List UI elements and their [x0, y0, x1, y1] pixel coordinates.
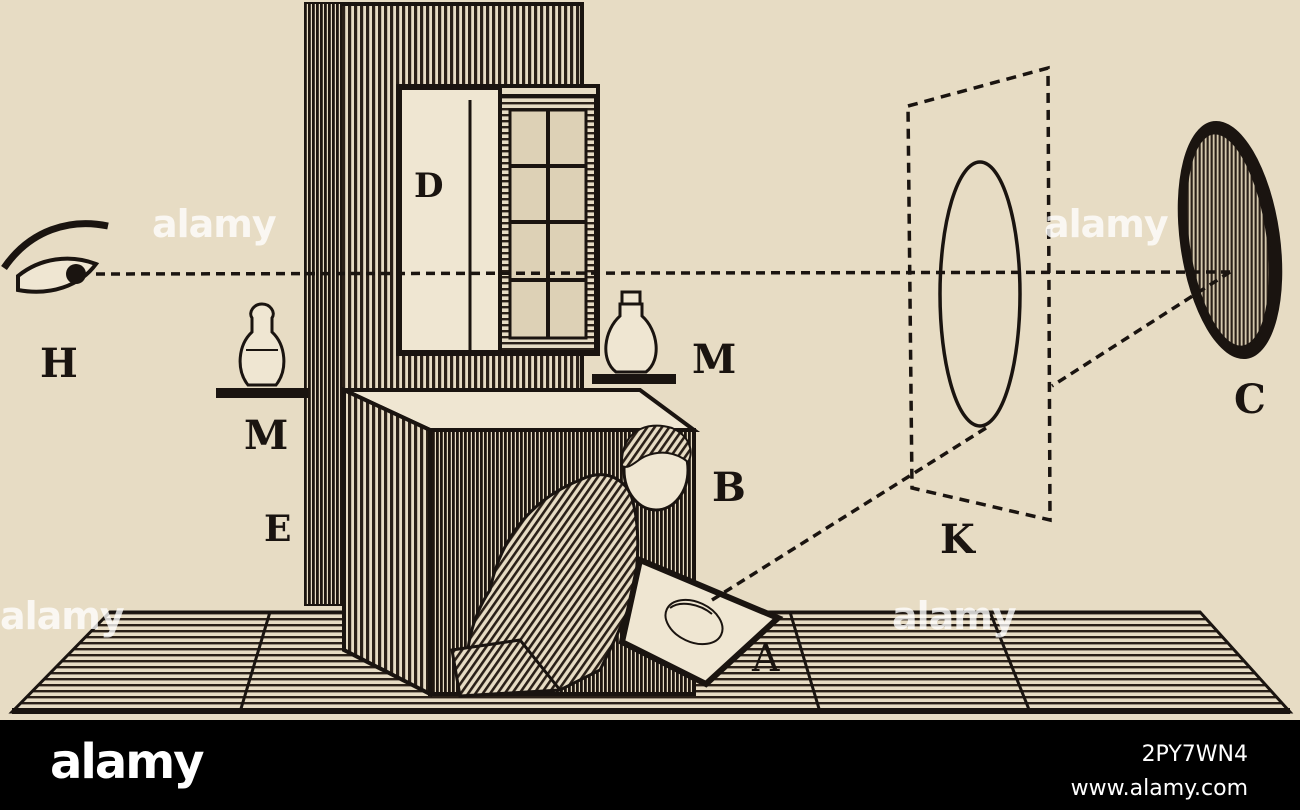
label-D: D — [414, 166, 444, 206]
left-shelf — [216, 302, 308, 398]
eye — [1, 220, 109, 294]
image-id: 2PY7WN4 — [1141, 742, 1248, 767]
label-B: B — [712, 464, 746, 511]
label-M-left: M — [244, 412, 289, 459]
kneeling-artist — [450, 424, 692, 698]
lens-screen — [906, 65, 1052, 523]
watermark-1: alamy — [152, 202, 277, 246]
image-reference: 2PY7WN4 www.alamy.com — [1071, 738, 1248, 806]
watermark-4: alamy — [892, 594, 1017, 638]
label-A: A — [752, 636, 780, 680]
engraving-illustration — [1, 2, 1294, 714]
stock-footer: alamy 2PY7WN4 www.alamy.com — [0, 720, 1300, 810]
label-H: H — [40, 340, 78, 387]
tracing-frame — [618, 555, 784, 688]
watermark-3: alamy — [0, 594, 125, 638]
window-shutter — [396, 84, 600, 356]
concave-mirror — [1177, 120, 1283, 360]
watermark-2: alamy — [1044, 202, 1169, 246]
right-shelf — [592, 290, 676, 384]
alamy-logo: alamy — [50, 734, 205, 790]
site-url: www.alamy.com — [1070, 776, 1248, 801]
light-rays — [95, 270, 1231, 602]
label-C: C — [1234, 376, 1266, 423]
label-K: K — [940, 516, 975, 563]
label-M-right: M — [692, 336, 737, 383]
engraving-scene: D H M M B E A K C alamy alamy alamy alam… — [0, 0, 1300, 720]
label-E: E — [264, 508, 292, 550]
